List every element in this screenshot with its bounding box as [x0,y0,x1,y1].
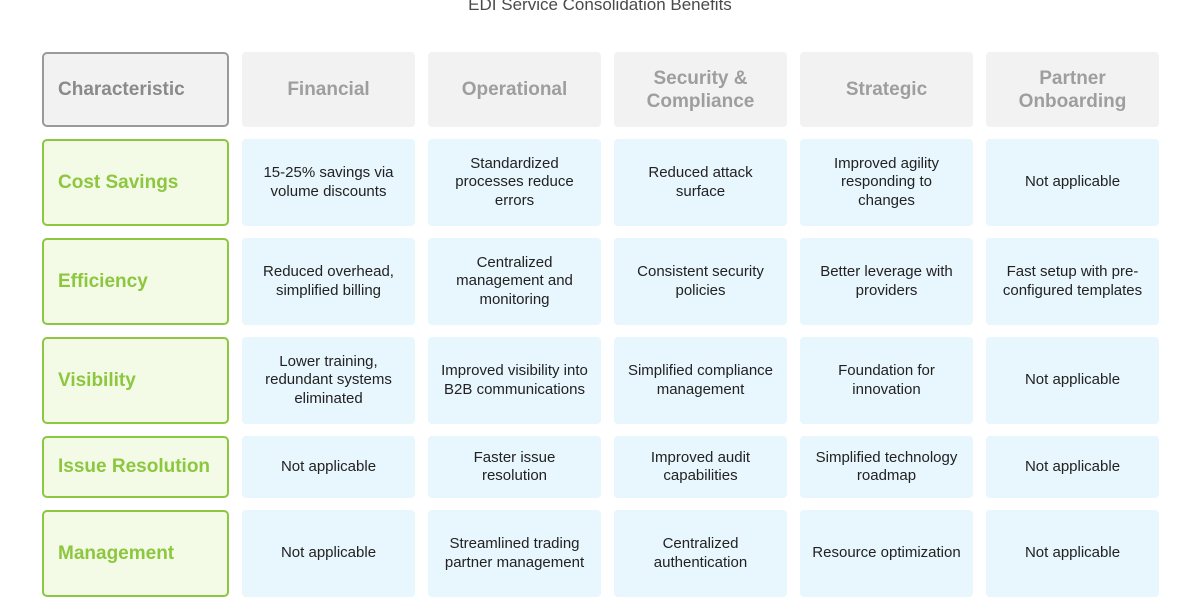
matrix-cell: Improved audit capabilities [614,436,787,498]
matrix-cell: Reduced attack surface [614,139,787,226]
matrix-cell: Consistent security policies [614,238,787,325]
matrix-cell: Streamlined trading partner management [428,510,601,597]
matrix-cell: Fast setup with pre-configured templates [986,238,1159,325]
row-header-efficiency: Efficiency [42,238,229,325]
matrix-cell: Not applicable [986,139,1159,226]
matrix-cell: 15-25% savings via volume discounts [242,139,415,226]
matrix-cell: Lower training, redundant systems elimin… [242,337,415,424]
matrix-cell: Simplified compliance management [614,337,787,424]
row-header-visibility: Visibility [42,337,229,424]
matrix-cell: Standardized processes reduce errors [428,139,601,226]
matrix-cell: Not applicable [986,510,1159,597]
matrix-cell: Faster issue resolution [428,436,601,498]
matrix-cell: Improved visibility into B2B communicati… [428,337,601,424]
column-header-strategic: Strategic [800,52,973,127]
header-corner: Characteristic [42,52,229,127]
matrix-cell: Not applicable [242,436,415,498]
matrix-cell: Improved agility responding to changes [800,139,973,226]
matrix-cell: Centralized authentication [614,510,787,597]
column-header-security-compliance: Security & Compliance [614,52,787,127]
page-title: EDI Service Consolidation Benefits [468,0,732,14]
benefits-matrix: Characteristic Financial Operational Sec… [42,52,1159,597]
matrix-cell: Not applicable [986,436,1159,498]
matrix-cell: Simplified technology roadmap [800,436,973,498]
matrix-cell: Centralized management and monitoring [428,238,601,325]
matrix-cell: Not applicable [986,337,1159,424]
column-header-partner-onboarding: Partner Onboarding [986,52,1159,127]
row-header-management: Management [42,510,229,597]
row-header-cost-savings: Cost Savings [42,139,229,226]
column-header-operational: Operational [428,52,601,127]
row-header-issue-resolution: Issue Resolution [42,436,229,498]
matrix-cell: Better leverage with providers [800,238,973,325]
matrix-cell: Not applicable [242,510,415,597]
column-header-financial: Financial [242,52,415,127]
matrix-cell: Foundation for innovation [800,337,973,424]
matrix-cell: Resource optimization [800,510,973,597]
matrix-cell: Reduced overhead, simplified billing [242,238,415,325]
